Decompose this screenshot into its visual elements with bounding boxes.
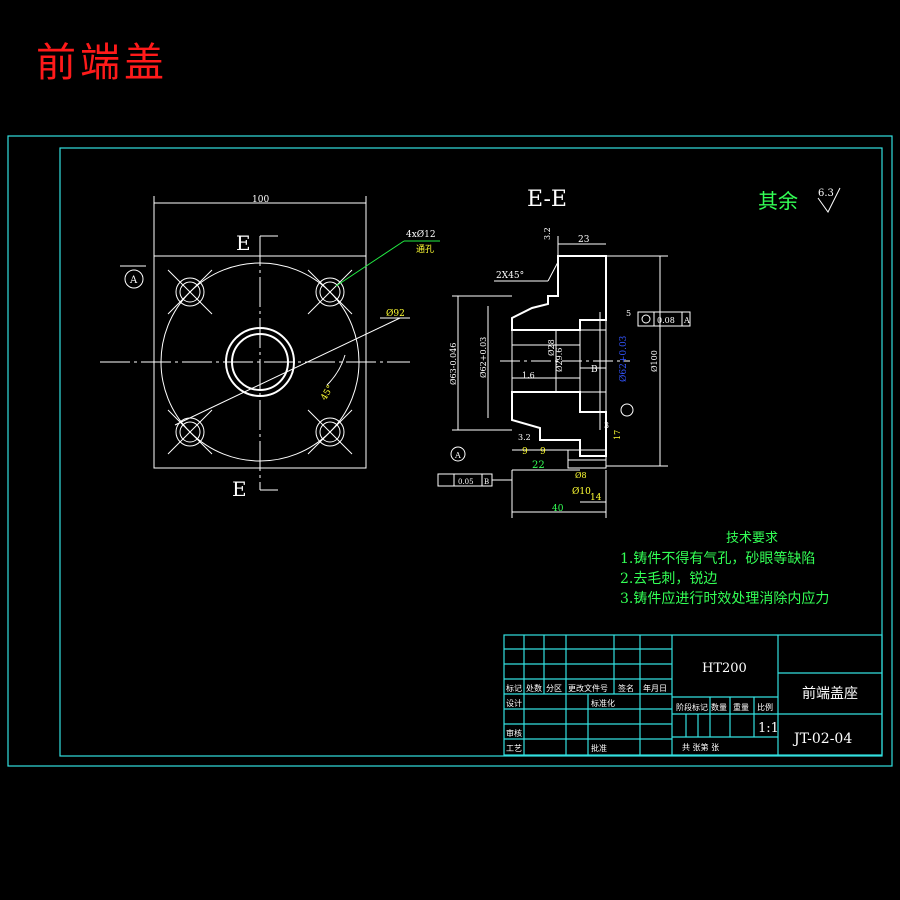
tb-design: 设计 [506, 698, 522, 708]
tb-drawing-no: JT-02-04 [792, 731, 852, 747]
tb-approve: 批准 [591, 743, 607, 753]
holes-callout: 4xØ12 [406, 229, 436, 240]
bolt-hole-tl [175, 277, 205, 307]
tech-item-3: 3.铸件应进行时效处理消除内应力 [620, 590, 829, 607]
dim-10: Ø10 [572, 486, 591, 497]
section-body-lower [511, 391, 607, 457]
tb-h-1: 处数 [526, 683, 542, 693]
tb-part-name: 前端盖座 [802, 685, 858, 702]
datum-a-label: A [129, 275, 138, 286]
dim-17: 17 [613, 430, 622, 440]
rough-left: 1.6 [522, 371, 535, 380]
outer-frame [7, 135, 893, 767]
tb-scale: 1:1 [758, 721, 779, 736]
tb-h-2: 分区 [546, 684, 562, 693]
tb-material: HT200 [702, 661, 747, 676]
dim-22: 22 [532, 460, 545, 471]
holes-note: 通孔 [416, 244, 434, 255]
dim-bore: Ø29.6 [555, 348, 564, 372]
tol-flat-ref: B [484, 478, 489, 486]
datum-b-circle [620, 403, 634, 417]
tol-round-value: 0.08 [657, 316, 675, 325]
tb-h-4: 签名 [618, 683, 634, 693]
dim-14: 14 [590, 493, 602, 503]
section-label: E-E [527, 187, 567, 212]
blue-dim: Ø62+0.03 [618, 335, 629, 382]
tb-review: 审核 [506, 728, 522, 738]
angle-label: 45° [319, 384, 336, 403]
page-title: 前端盖 [36, 40, 168, 86]
tb-h-0: 标记 [506, 683, 522, 693]
tb-h-3: 更改文件号 [568, 683, 608, 693]
chamfer-label: 2X45° [496, 271, 524, 281]
tb-process: 工艺 [506, 744, 522, 753]
title-block: HT200 前端盖座 JT-02-04 1:1 标记 处数 分区 更改文件号 签… [503, 634, 883, 756]
roughness-value: 6.3 [818, 188, 834, 199]
tb-stage-2: 重量 [733, 702, 749, 712]
dim-9a: 9 [522, 447, 528, 457]
dim-100: Ø100 [650, 350, 659, 372]
roughness-symbol [817, 187, 841, 213]
tb-standard: 标准化 [591, 698, 615, 708]
inner-frame [59, 147, 883, 757]
tech-heading: 技术要求 [726, 531, 778, 546]
tb-h-5: 年月日 [643, 683, 667, 693]
dim-8: Ø8 [575, 471, 587, 480]
dim-40: 40 [552, 504, 564, 514]
pcd-label: Ø92 [386, 308, 405, 319]
dim-23: 23 [578, 235, 590, 245]
plan-width-dim: 100 [252, 195, 269, 205]
cut-label-top: E [236, 231, 251, 255]
dim-62: Ø62+0.03 [479, 337, 488, 378]
tb-stage-0: 阶段标记 [676, 702, 708, 712]
bolt-hole-br [315, 417, 345, 447]
section-datum-a-label: A [454, 451, 461, 460]
tb-sheet: 共 张第 张 [682, 742, 719, 752]
tol-round-ref: A [683, 316, 690, 325]
rough-bot: 3.2 [518, 433, 531, 442]
label-b: B [591, 365, 598, 375]
dim-63: Ø63-0.046 [449, 343, 458, 385]
section-datum-a [450, 446, 466, 462]
section-view: E-E Ø63-0.046 Ø62+0.03 Ø29.6 Ø28 Ø100 [437, 187, 691, 518]
title-block-frame [503, 634, 883, 756]
roughness-note: 其余 [758, 189, 798, 213]
tol-flat-value: 0.05 [458, 478, 474, 486]
cut-label-bottom: E [232, 477, 247, 501]
tech-item-2: 2.去毛刺，锐边 [620, 571, 717, 587]
rough-small: 3.2 [543, 227, 552, 240]
tol-round-box [637, 311, 691, 327]
tech-item-1: 1.铸件不得有气孔，砂眼等缺陷 [620, 550, 815, 567]
tb-stage-1: 数量 [711, 702, 727, 712]
dim-shaft: Ø28 [547, 339, 556, 356]
plan-view: 100 Ø92 4xØ12 通孔 45° E E A [100, 195, 440, 501]
section-body-upper [511, 255, 607, 331]
dim-3: 3 [604, 421, 609, 430]
dim-5: 5 [626, 309, 631, 318]
dim-9b: 9 [540, 447, 546, 457]
tb-stage-3: 比例 [757, 702, 773, 712]
bolt-hole-tr [315, 277, 345, 307]
datum-a-circle [124, 269, 144, 289]
